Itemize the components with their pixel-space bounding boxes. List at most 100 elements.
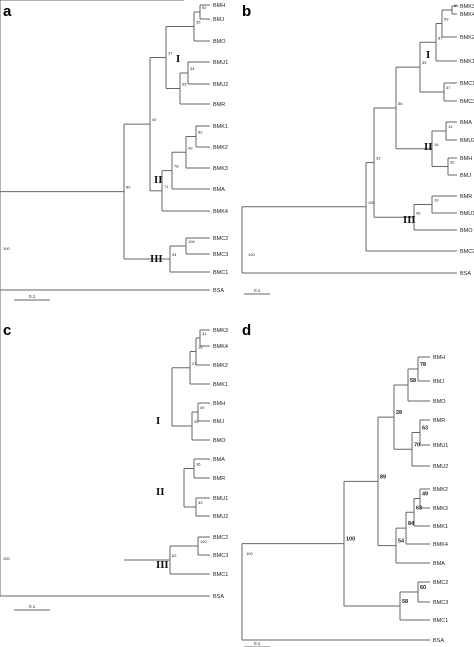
taxon-label: BMK4: [213, 344, 228, 350]
taxon-label: BMU1: [213, 496, 228, 502]
taxon-label: BMH: [433, 355, 445, 361]
taxon-label: BSA: [433, 638, 444, 644]
taxon-label: BMK3: [433, 506, 448, 512]
bootstrap-value: 87: [438, 35, 443, 40]
taxon-label: BMH: [213, 401, 225, 407]
root-bootstrap-value: 100: [3, 246, 10, 251]
bootstrap-value: 49: [188, 145, 193, 150]
taxon-label: BMO: [213, 39, 226, 45]
bootstrap-value: 62: [172, 553, 177, 558]
bootstrap-value: 40: [152, 117, 157, 122]
taxon-label: BMK2: [213, 363, 228, 369]
taxon-label: BMU2: [433, 464, 448, 470]
taxon-label: BMK4: [460, 12, 474, 18]
taxon-label: BMC1: [213, 572, 228, 578]
taxon-label: BSA: [213, 288, 224, 294]
bootstrap-value: 71: [164, 184, 169, 189]
bootstrap-value: 63: [416, 505, 422, 511]
bootstrap-value: 35: [196, 20, 201, 25]
taxon-label: BMU1: [213, 60, 228, 66]
taxon-label: BMK2: [213, 145, 228, 151]
root-bootstrap-value: 100: [248, 252, 255, 257]
taxon-label: BMK1: [213, 382, 228, 388]
scale-bar-label: 0.1: [254, 288, 261, 293]
taxon-label: BMO: [460, 228, 473, 234]
bootstrap-value: 37: [446, 85, 451, 90]
taxon-label: BMK1: [460, 59, 474, 65]
bootstrap-value: 63: [146, 0, 151, 1]
bootstrap-value: 26: [194, 419, 199, 424]
bootstrap-value: 16: [434, 142, 439, 147]
taxon-label: BMC2: [213, 535, 228, 541]
bootstrap-value: 32: [450, 160, 455, 165]
taxon-label: BMJ: [213, 419, 224, 425]
bootstrap-value: 78: [420, 362, 426, 368]
bootstrap-value: 60: [420, 585, 426, 591]
bootstrap-value: 55: [182, 82, 187, 87]
bootstrap-value: 82: [198, 130, 203, 135]
bootstrap-value: 92: [202, 5, 207, 10]
taxon-label: BMC2: [460, 249, 474, 255]
bootstrap-value: 95: [126, 0, 131, 1]
bootstrap-value: 84: [408, 521, 415, 527]
root-bootstrap-value: 100: [246, 551, 253, 556]
taxon-label: BMU2: [460, 138, 474, 144]
taxon-label: BMU1: [433, 443, 448, 449]
taxon-label: BMR: [433, 418, 445, 424]
taxon-label: BMA: [213, 187, 225, 193]
bootstrap-value: 54: [398, 539, 405, 545]
panel-letter: c: [3, 322, 11, 339]
bootstrap-value: 49: [422, 492, 428, 498]
bootstrap-value: 33: [376, 156, 381, 161]
panel-letter: a: [3, 3, 12, 20]
taxon-label: BMU2: [213, 82, 228, 88]
scale-bar-label: 0.1: [29, 294, 36, 299]
bootstrap-value: 100: [368, 200, 375, 205]
panel-letter: b: [242, 3, 251, 20]
taxon-label: BMC3: [213, 553, 228, 559]
taxon-label: BMK4: [213, 209, 228, 215]
bootstrap-value: 31: [202, 331, 207, 336]
bootstrap-value: 27: [192, 361, 197, 366]
root-bootstrap-value: 100: [3, 556, 10, 561]
clade-label: III: [150, 255, 163, 265]
bootstrap-value: 58: [410, 378, 416, 384]
bootstrap-value: 58: [402, 599, 408, 605]
bootstrap-value: 89: [126, 185, 131, 190]
bootstrap-value: 36: [196, 462, 201, 467]
taxon-label: BMK1: [213, 124, 228, 130]
taxon-label: BMH: [460, 156, 472, 162]
bootstrap-value: 70: [414, 442, 420, 448]
taxon-label: BMC3: [213, 252, 228, 258]
taxon-label: BMA: [460, 120, 472, 126]
clade-label: II: [424, 143, 432, 153]
taxon-label: BSA: [213, 594, 224, 600]
bootstrap-value: 89: [380, 474, 386, 480]
tree-panel-d: d785863702849638454896058100100BMHBMJBMO…: [241, 322, 448, 647]
bootstrap-value: 39: [422, 60, 427, 65]
bootstrap-value: 80: [454, 3, 459, 8]
taxon-label: BMH: [213, 3, 225, 9]
taxon-label: BMR: [213, 102, 225, 108]
taxon-label: BMK1: [433, 524, 448, 530]
taxon-label: BMJ: [433, 379, 444, 385]
panel-letter: d: [242, 322, 251, 339]
taxon-label: BMK2: [460, 35, 474, 41]
clade-label: III: [156, 561, 169, 571]
bootstrap-value: 100: [346, 537, 355, 543]
scale-bar-label: 0.1: [254, 641, 261, 646]
bootstrap-value: 73: [186, 0, 191, 1]
taxon-label: BMK2: [433, 487, 448, 493]
taxon-label: BMC1: [433, 618, 448, 624]
clade-label: I: [156, 417, 160, 427]
bootstrap-value: 18: [198, 345, 203, 350]
bootstrap-value: 49: [200, 405, 205, 410]
taxon-label: BMA: [213, 457, 225, 463]
bootstrap-value: 45: [416, 210, 421, 215]
clade-label: I: [176, 55, 180, 65]
clade-label: I: [426, 51, 430, 61]
taxon-label: BMK4: [433, 542, 448, 548]
bootstrap-value: 12: [448, 124, 453, 129]
